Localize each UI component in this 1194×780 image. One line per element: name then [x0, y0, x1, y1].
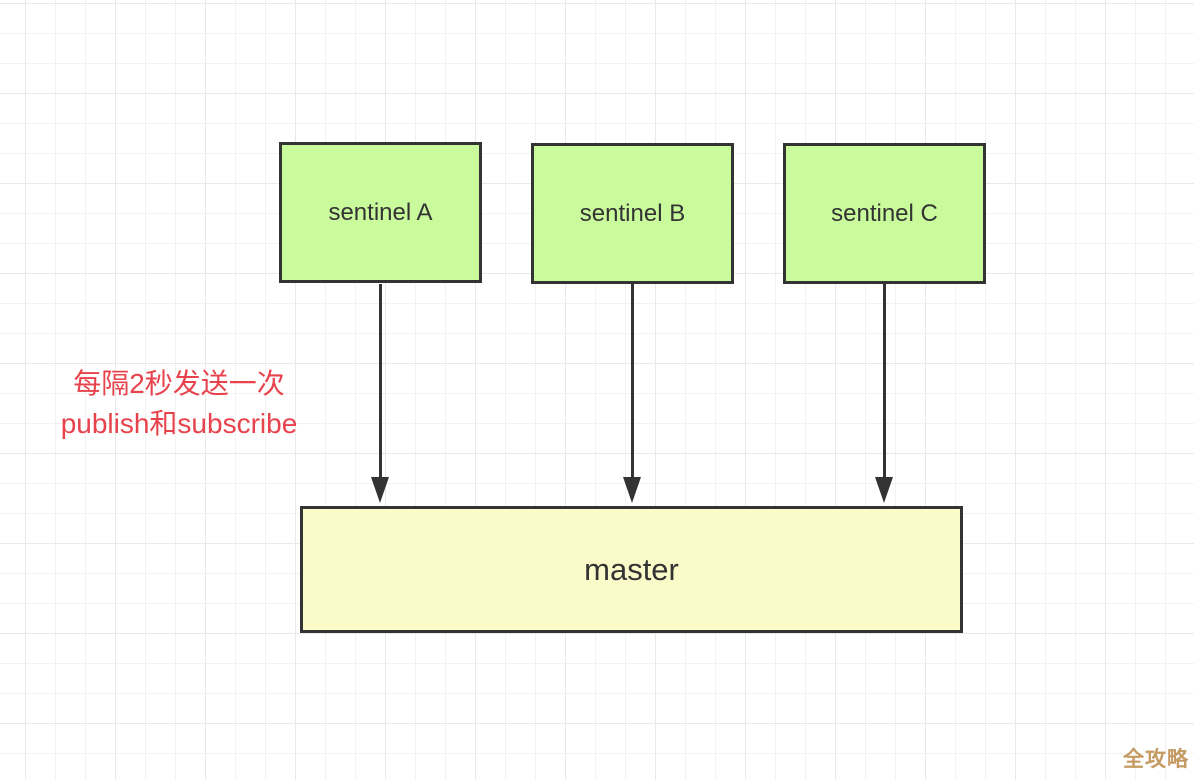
annotation-line-2: publish和subscribe	[60, 408, 298, 439]
arrow-line	[378, 284, 382, 477]
node-sentinel-c-label: sentinel C	[831, 199, 938, 227]
node-sentinel-b-label: sentinel B	[579, 199, 686, 227]
watermark: 全攻略	[1123, 748, 1189, 771]
arrow-head-down-icon	[875, 477, 893, 503]
node-sentinel-a: sentinel A	[279, 142, 482, 283]
arrow-line	[630, 284, 634, 477]
node-sentinel-a-label: sentinel A	[328, 198, 433, 226]
arrow-head-down-icon	[623, 477, 641, 503]
annotation-line-1: 每隔2秒发送一次	[73, 368, 285, 399]
node-master: master	[300, 506, 963, 633]
node-sentinel-c: sentinel C	[783, 143, 986, 284]
node-master-label: master	[584, 551, 679, 587]
arrow-head-down-icon	[371, 477, 389, 503]
arrow-line	[882, 284, 886, 477]
node-sentinel-b: sentinel B	[531, 143, 734, 284]
annotation-text: 每隔2秒发送一次 publish和subscribe	[28, 364, 330, 444]
